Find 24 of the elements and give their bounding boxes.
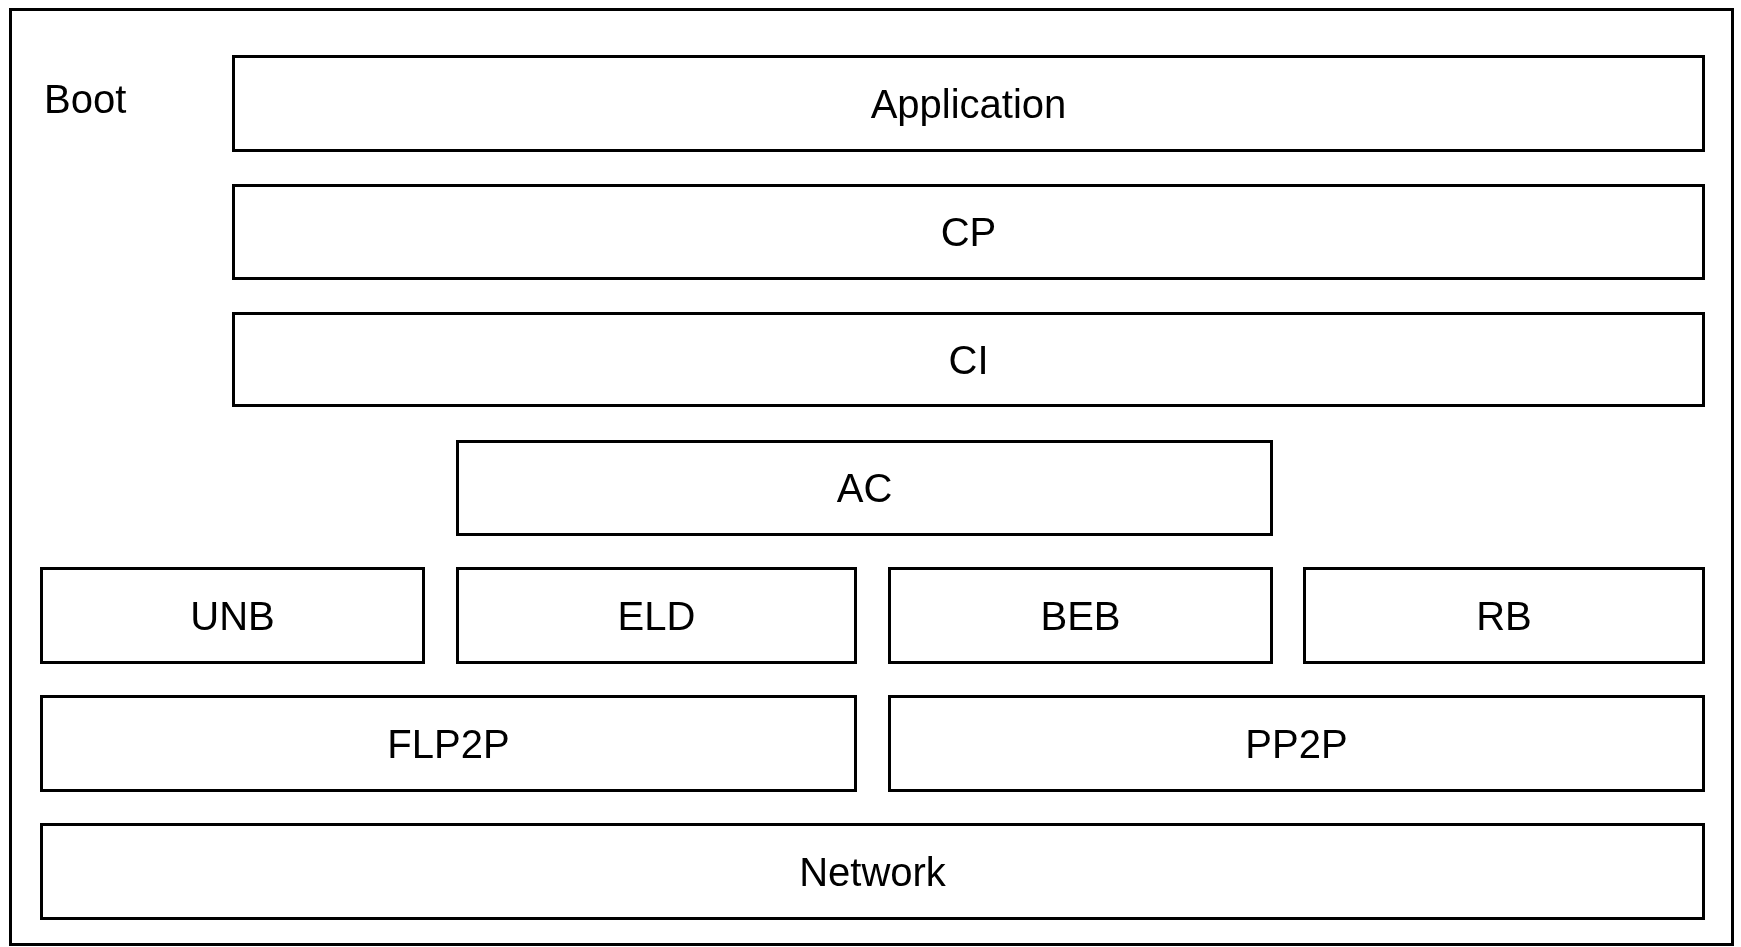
layer-label: UNB [190,595,275,636]
layer-label: PP2P [1245,723,1348,764]
layer-box [456,440,1273,536]
layer-label: AC [836,468,893,508]
container-box [9,8,1734,946]
layer-label: FLP2P [387,723,510,764]
layer-box [456,567,857,664]
layer-box [40,567,425,664]
layer-label: ELD [617,595,696,636]
layer-box [40,823,1705,920]
layer-box [888,567,1273,664]
layer-box [888,695,1705,792]
container-label: Boot [44,79,127,119]
layer-box [1303,567,1705,664]
layer-box [40,695,857,792]
layer-label: CP [940,212,997,252]
layer-label: RB [1476,595,1532,636]
layer-box [232,55,1705,152]
layer-label: Network [799,851,946,892]
layer-label: CI [948,339,989,380]
layer-box [232,312,1705,407]
layer-box [232,184,1705,280]
layer-label: Application [870,83,1067,124]
layer-label: BEB [1040,595,1121,636]
